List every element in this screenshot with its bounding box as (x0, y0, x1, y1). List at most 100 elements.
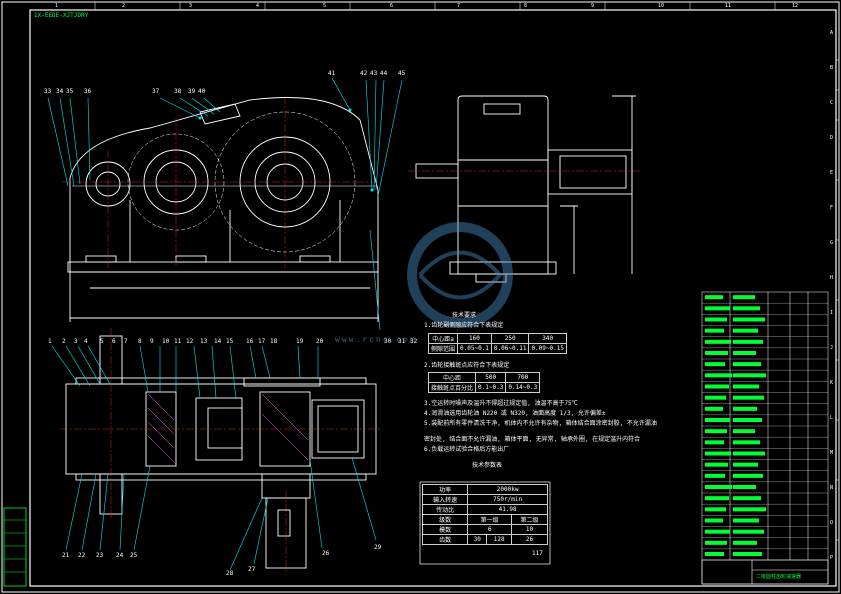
part-number-label: 19 (296, 338, 304, 345)
bom-text-mark (705, 473, 725, 478)
table-cell: 0.14~0.3 (505, 382, 541, 393)
part-number-label: 11 (174, 338, 182, 345)
table-cell: 700 (505, 372, 541, 383)
table-cell: 30 (467, 534, 488, 545)
part-number-label: 45 (398, 70, 406, 77)
bom-text-mark (733, 373, 766, 378)
title-stamp: 1X-EEDE-XJTJDRY (34, 12, 89, 19)
part-number-label: 25 (130, 552, 138, 559)
left-stamp-block (3, 507, 27, 587)
bom-text-mark (705, 395, 726, 400)
table-cell: 模数 (421, 524, 469, 535)
part-number-label: 16 (246, 338, 254, 345)
title-block (701, 559, 829, 585)
part-number-label: 15 (226, 338, 234, 345)
tech-line-2: 2.齿轮接触斑点应符合下表规定 (424, 362, 510, 369)
bom-text-mark (705, 529, 730, 534)
bom-text-mark (705, 306, 730, 311)
bom-text-mark (733, 395, 764, 400)
bom-text-mark (733, 295, 755, 300)
part-number-label: 28 (226, 570, 234, 577)
table-cell: 0.09~0.15 (528, 343, 567, 354)
front-view (62, 96, 382, 322)
bom-text-mark (705, 496, 729, 501)
table-cell: 0.06~0.11 (490, 343, 530, 354)
part-number-label: 33 (44, 88, 52, 95)
bom-text-mark (705, 540, 727, 545)
table-cell: 中心距 (427, 372, 477, 383)
table-cell: 250 (490, 333, 530, 344)
part-number-label: 21 (62, 552, 70, 559)
part-number-label: 38 (174, 88, 182, 95)
plan-leaders (51, 345, 377, 571)
table-cell: 128 (486, 534, 513, 545)
part-number-label: 44 (380, 70, 388, 77)
ruler-label: 9 (591, 3, 595, 9)
bom-text-mark (733, 362, 761, 367)
bom-text-mark (705, 552, 724, 556)
table-row: 级数第一级第二级 (421, 514, 548, 525)
table-cell: 第一级 (467, 514, 513, 525)
tech-heading: 技术要求 (452, 312, 477, 319)
bom-text-mark (705, 462, 728, 467)
side-view (408, 95, 640, 283)
watermark-text: www.rcnc.com (335, 335, 417, 344)
part-number-label: 9 (150, 338, 154, 345)
tech-line-4: 4.润滑油选用齿轮油 N220 或 N320, 油面高度 1/3, 允许偏差± (424, 410, 606, 417)
ruler-label: C (830, 100, 834, 106)
table-cell: 160 (457, 333, 492, 344)
inner-border (29, 9, 837, 587)
bom-text-mark (733, 351, 756, 355)
bom-text-mark (733, 406, 757, 411)
table-cell: 齿数 (421, 534, 469, 545)
ruler-label: 1 (55, 3, 59, 9)
part-number-label: 6 (112, 338, 116, 345)
table-cell: 功率 (421, 484, 469, 495)
part-number-label: 41 (328, 70, 336, 77)
table-cell: 500 (475, 372, 507, 383)
ruler-label: K (830, 380, 834, 386)
part-number-label: 10 (162, 338, 170, 345)
part-number-label: 1 (48, 338, 52, 345)
part-number-label: 14 (214, 338, 222, 345)
table-cell: 级数 (421, 514, 469, 525)
bom-table (701, 291, 829, 585)
bom-text-mark (733, 540, 757, 545)
bom-text-mark (733, 552, 762, 556)
bom-text-mark (733, 339, 763, 344)
ruler-label: O (830, 520, 834, 526)
bom-text-mark (705, 418, 730, 422)
part-number-label: 37 (152, 88, 160, 95)
part-number-label: 8 (138, 338, 142, 345)
ruler-label: 6 (390, 3, 394, 9)
part-number-label: 26 (322, 550, 330, 557)
part-number-label: 24 (116, 552, 124, 559)
table-cell: 0.1~0.3 (475, 382, 507, 393)
part-number-label: 29 (374, 544, 382, 551)
table-cell: 侧隙范围 (427, 343, 459, 354)
bom-text-mark (705, 429, 727, 434)
part-number-label: 43 (370, 70, 378, 77)
part-number-label: 22 (78, 552, 86, 559)
part-number-label: 27 (248, 566, 256, 573)
table-cell: 2000kw (467, 484, 548, 495)
gear-hatching (147, 393, 309, 463)
drawing-title: 二级圆柱齿轮减速器 (756, 574, 802, 580)
ruler-label: N (830, 485, 834, 491)
bom-text-mark (733, 496, 761, 501)
part-number-label: 42 (360, 70, 368, 77)
tech-line-3: 3.空运转时噪声及温升不得超过规定值, 油温不高于75℃ (424, 400, 578, 407)
part-number-label: 7 (124, 338, 128, 345)
table-cell: 中心距a (427, 333, 459, 344)
bom-text-mark (705, 440, 724, 445)
ruler-label: B (830, 65, 834, 71)
bom-text-mark (733, 529, 764, 534)
part-number-label: 30 (384, 338, 392, 345)
table-cell: 传动比 (421, 504, 469, 515)
ruler-label: 7 (457, 3, 461, 9)
